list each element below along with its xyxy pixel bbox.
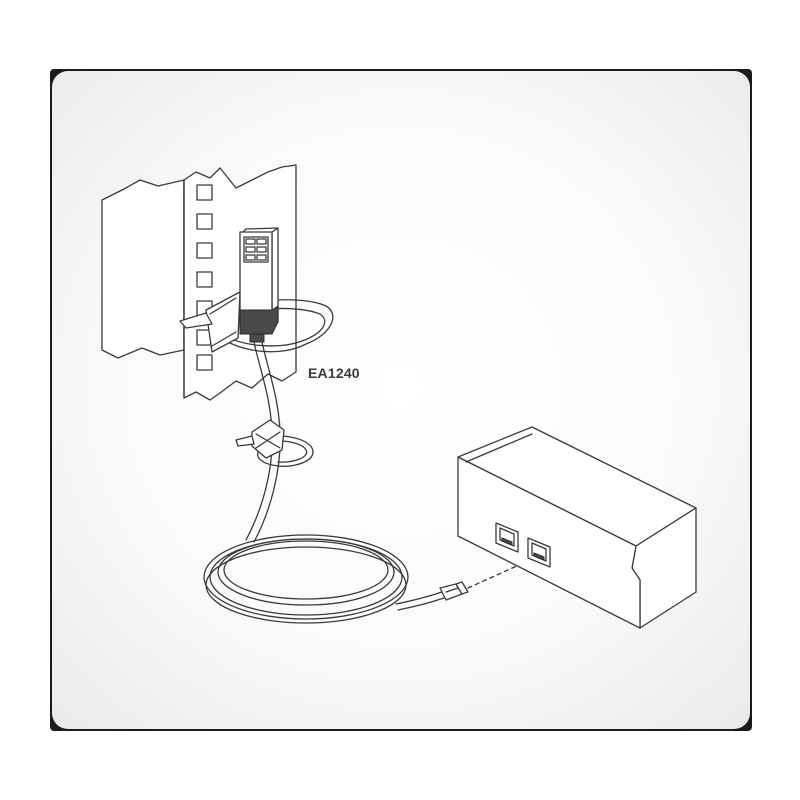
- model-label: EA1240: [308, 365, 360, 381]
- rack-holes: [196, 184, 213, 371]
- module-connector: [239, 305, 279, 335]
- rj-plug: [439, 581, 469, 601]
- rack-side-panel: [101, 179, 185, 359]
- device-front-face: [457, 456, 641, 629]
- figure-frame: [50, 69, 752, 731]
- device-box: [457, 426, 697, 629]
- lower-cable-tie: [235, 419, 314, 467]
- cable-coil: [203, 534, 445, 624]
- device-port-1: [495, 522, 519, 553]
- device-port-2: [527, 537, 551, 568]
- ea1240-module: [239, 227, 279, 343]
